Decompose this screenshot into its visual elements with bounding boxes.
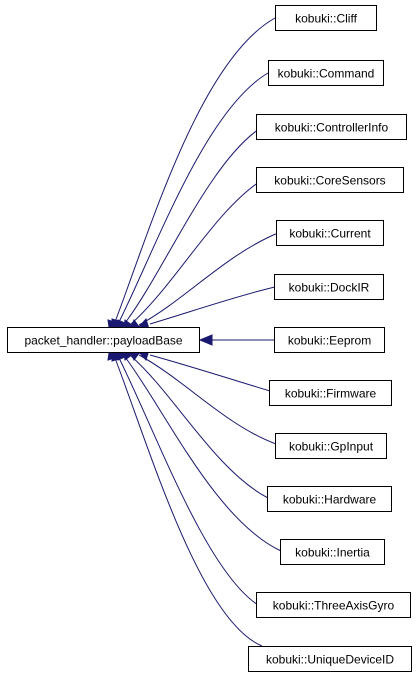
node-box bbox=[268, 60, 384, 86]
node-box bbox=[274, 274, 384, 300]
node-label: kobuki::DockIR bbox=[289, 281, 370, 295]
edge-threeaxisgyro bbox=[118, 357, 259, 606]
edge-command bbox=[118, 72, 269, 323]
node-box bbox=[248, 646, 412, 672]
node-box bbox=[256, 167, 404, 193]
edge-hardware bbox=[130, 355, 269, 499]
derived-node-cliff[interactable]: kobuki::Cliff bbox=[275, 5, 377, 31]
derived-node-coresensors[interactable]: kobuki::CoreSensors bbox=[256, 167, 404, 193]
node-box bbox=[275, 5, 377, 31]
node-box bbox=[274, 327, 385, 353]
node-label: kobuki::CoreSensors bbox=[274, 174, 385, 188]
node-box bbox=[256, 592, 411, 618]
edge-dockir bbox=[149, 286, 276, 325]
derived-node-uniquedeviceid[interactable]: kobuki::UniqueDeviceID bbox=[248, 646, 412, 672]
node-box bbox=[267, 486, 392, 512]
derived-node-dockir[interactable]: kobuki::DockIR bbox=[274, 274, 384, 300]
node-label: kobuki::UniqueDeviceID bbox=[266, 653, 394, 667]
inheritance-edges bbox=[107, 17, 282, 647]
node-label: kobuki::GpInput bbox=[289, 440, 374, 454]
derived-node-threeaxisgyro[interactable]: kobuki::ThreeAxisGyro bbox=[256, 592, 411, 618]
derived-node-eeprom[interactable]: kobuki::Eeprom bbox=[274, 327, 385, 353]
derived-node-controllerinfo[interactable]: kobuki::ControllerInfo bbox=[256, 114, 407, 140]
node-box bbox=[256, 114, 407, 140]
node-box bbox=[280, 539, 385, 565]
node-label: kobuki::Command bbox=[278, 67, 375, 81]
derived-node-gpinput[interactable]: kobuki::GpInput bbox=[275, 433, 387, 459]
node-box bbox=[269, 380, 392, 406]
edge-firmware bbox=[149, 354, 271, 392]
node-label: kobuki::Inertia bbox=[295, 546, 370, 560]
base-class-box bbox=[7, 327, 200, 353]
edge-eeprom-arrowhead bbox=[198, 334, 213, 346]
base-class-label: packet_handler::payloadBase bbox=[24, 334, 182, 348]
edge-current bbox=[138, 232, 279, 326]
derived-node-firmware[interactable]: kobuki::Firmware bbox=[269, 380, 392, 406]
node-box bbox=[275, 433, 387, 459]
node-label: kobuki::Cliff bbox=[295, 12, 357, 26]
base-class-node[interactable]: packet_handler::payloadBase bbox=[7, 327, 200, 353]
edge-uniquedeviceid bbox=[114, 357, 263, 647]
node-label: kobuki::ControllerInfo bbox=[275, 121, 389, 135]
derived-node-inertia[interactable]: kobuki::Inertia bbox=[280, 539, 385, 565]
node-box bbox=[276, 220, 384, 246]
edge-controllerinfo bbox=[124, 126, 263, 324]
edge-cliff bbox=[114, 17, 276, 323]
derived-node-hardware[interactable]: kobuki::Hardware bbox=[267, 486, 392, 512]
node-label: kobuki::Eeprom bbox=[288, 334, 371, 348]
derived-node-command[interactable]: kobuki::Command bbox=[268, 60, 384, 86]
node-label: kobuki::Hardware bbox=[283, 493, 377, 507]
node-label: kobuki::Firmware bbox=[285, 387, 377, 401]
node-label: kobuki::Current bbox=[289, 227, 371, 241]
edge-coresensors bbox=[130, 179, 263, 325]
derived-class-nodes: kobuki::Cliff kobuki::Command kobuki::Co… bbox=[248, 5, 412, 672]
edge-gpinput bbox=[138, 354, 277, 445]
derived-node-current[interactable]: kobuki::Current bbox=[276, 220, 384, 246]
node-label: kobuki::ThreeAxisGyro bbox=[273, 599, 395, 613]
edge-inertia bbox=[124, 356, 282, 552]
